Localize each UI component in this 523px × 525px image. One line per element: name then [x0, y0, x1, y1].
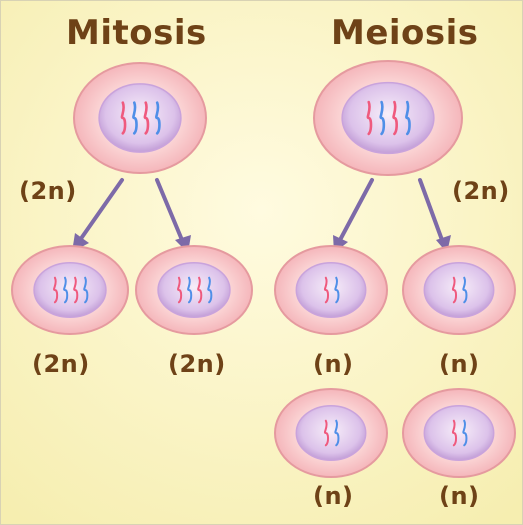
meiosis-daughter-1-label: (n)	[313, 349, 354, 379]
nucleus	[34, 263, 106, 318]
meiosis-daughter-2-label: (n)	[439, 349, 480, 379]
nucleus	[99, 84, 181, 152]
meiosis-parent-label: (2n)	[452, 176, 510, 206]
mitosis-daughter-2-label: (2n)	[168, 349, 226, 379]
meiosis-daughter-cell-2	[403, 246, 515, 334]
mitosis-parent-cell	[74, 63, 206, 173]
meiosis-daughter-cell-1	[275, 246, 387, 334]
mitosis-daughter-1-label: (2n)	[32, 349, 90, 379]
mitosis-daughter-cell-2	[136, 246, 252, 334]
nucleus	[342, 83, 434, 154]
mitosis-title: Mitosis	[66, 13, 207, 53]
meiosis-daughter-3-label: (n)	[313, 481, 354, 511]
meiosis-daughter-4-label: (n)	[439, 481, 480, 511]
nucleus	[296, 406, 365, 461]
nucleus	[424, 263, 493, 318]
mitosis-parent-label: (2n)	[19, 176, 77, 206]
nucleus	[296, 263, 365, 318]
meiosis-daughter-cell-4	[403, 389, 515, 477]
nucleus	[158, 263, 230, 318]
meiosis-parent-cell	[314, 61, 462, 175]
mitosis-daughter-cell-1	[12, 246, 128, 334]
nucleus	[424, 406, 493, 461]
meiosis-daughter-cell-3	[275, 389, 387, 477]
meiosis-title: Meiosis	[331, 13, 479, 53]
